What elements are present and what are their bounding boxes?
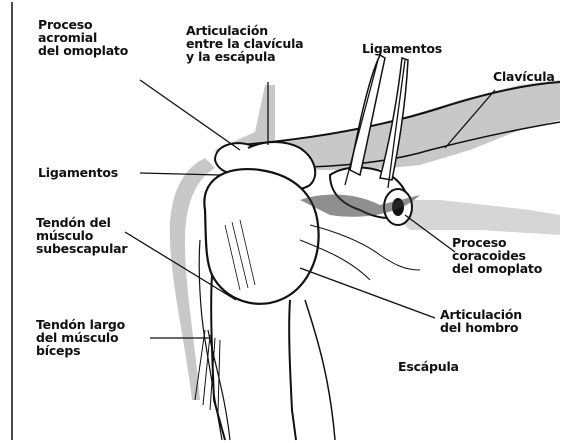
label-articulacion-hombro: Articulación del hombro [440, 308, 522, 334]
humeral-head [204, 169, 318, 304]
label-ligamentos-top: Ligamentos [362, 42, 442, 55]
label-articulacion-clavicula: Articulación entre la clavícula y la esc… [186, 24, 303, 63]
capsule-line-1 [310, 225, 420, 270]
humerus-right-edge [289, 300, 296, 440]
scapula-edge [305, 300, 335, 440]
label-tendon-subescapular: Tendón del músculo subescapular [36, 216, 127, 255]
label-ligamentos-left: Ligamentos [38, 166, 118, 179]
label-proceso-coracoides: Proceso coracoides del omoplato [452, 236, 542, 275]
leader-ligamentos-left [140, 173, 220, 175]
leader-proceso-acromial [140, 80, 240, 150]
label-escapula: Escápula [398, 360, 459, 373]
label-clavicula: Clavícula [493, 70, 555, 83]
label-tendon-biceps: Tendón largo del músculo bíceps [36, 318, 125, 357]
label-proceso-acromial: Proceso acromial del omoplato [38, 18, 128, 57]
leader-articulacion-hombro [300, 268, 435, 318]
